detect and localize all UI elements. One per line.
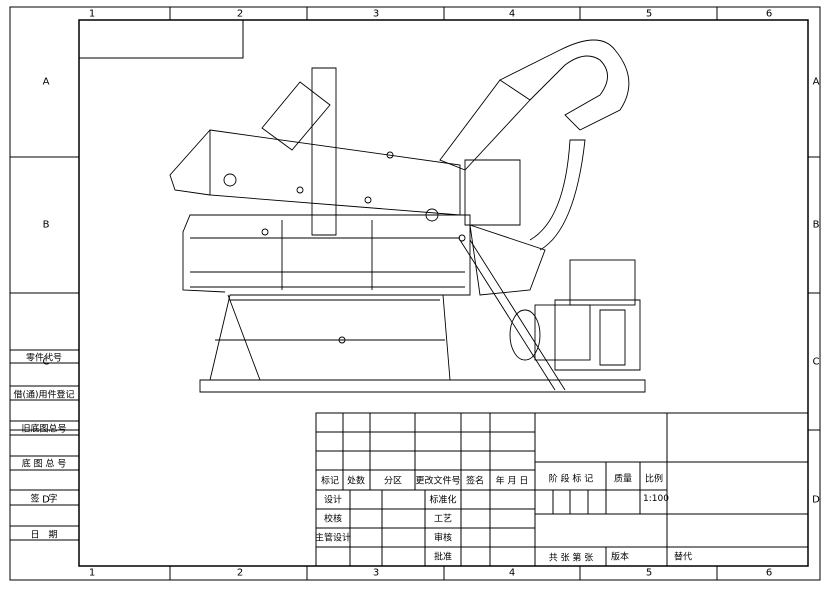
- old-drawing-no-label: 旧底图总号: [21, 424, 67, 435]
- header-zone: 分区: [383, 476, 403, 487]
- column-number: 5: [645, 567, 653, 579]
- column-number: 6: [765, 567, 773, 579]
- role-chief-design: 主管设计: [314, 533, 352, 544]
- column-number: 6: [765, 8, 773, 20]
- role-approve: 批准: [433, 552, 453, 563]
- part-code-label: 零件代号: [25, 353, 63, 364]
- header-mark: 标记: [320, 476, 340, 487]
- column-number: 3: [372, 567, 380, 579]
- stage-mark-label: 阶 段 标 记: [548, 474, 594, 485]
- row-letter: D: [812, 494, 820, 506]
- role-design: 设计: [323, 495, 343, 506]
- column-number: 4: [508, 567, 516, 579]
- role-review: 审核: [433, 533, 453, 544]
- drawing-no-label: 底 图 总 号: [21, 459, 67, 470]
- row-letter: A: [42, 76, 50, 88]
- column-number: 1: [88, 567, 96, 579]
- column-number: 2: [236, 567, 244, 579]
- date-label: 日 期: [30, 530, 58, 541]
- row-letter: C: [812, 356, 820, 368]
- weight-label: 质量: [613, 474, 633, 485]
- column-number: 4: [508, 8, 516, 20]
- version-label: 版本: [610, 552, 630, 563]
- header-change-doc: 更改文件号: [415, 476, 461, 487]
- borrowed-part-label: 借(通)用件登记: [13, 390, 75, 401]
- replaces-label: 替代: [673, 552, 693, 563]
- scale-value: 1:100: [643, 494, 669, 504]
- row-letter: B: [42, 219, 50, 231]
- column-number: 5: [645, 8, 653, 20]
- role-check: 校核: [323, 514, 343, 525]
- row-letter: B: [812, 219, 820, 231]
- row-letter: D: [42, 494, 50, 506]
- column-number: 2: [236, 8, 244, 20]
- role-standardization: 标准化: [429, 495, 457, 506]
- left-column-lines: [10, 349, 79, 541]
- scale-label: 比例: [644, 474, 664, 485]
- row-letter: A: [812, 76, 820, 88]
- row-letter: C: [42, 356, 50, 368]
- header-count: 处数: [346, 476, 366, 487]
- column-number: 3: [372, 8, 380, 20]
- sheet-count: 共 张 第 张: [548, 553, 594, 564]
- machine-drawing: [169, 39, 646, 393]
- column-number: 1: [88, 8, 96, 20]
- ruler-dividers: [10, 7, 820, 580]
- signature-label: 签 字: [30, 494, 58, 505]
- role-process: 工艺: [433, 514, 453, 525]
- header-signature: 签名: [465, 476, 485, 487]
- header-date: 年 月 日: [495, 476, 529, 487]
- title-block-lines: [315, 412, 809, 567]
